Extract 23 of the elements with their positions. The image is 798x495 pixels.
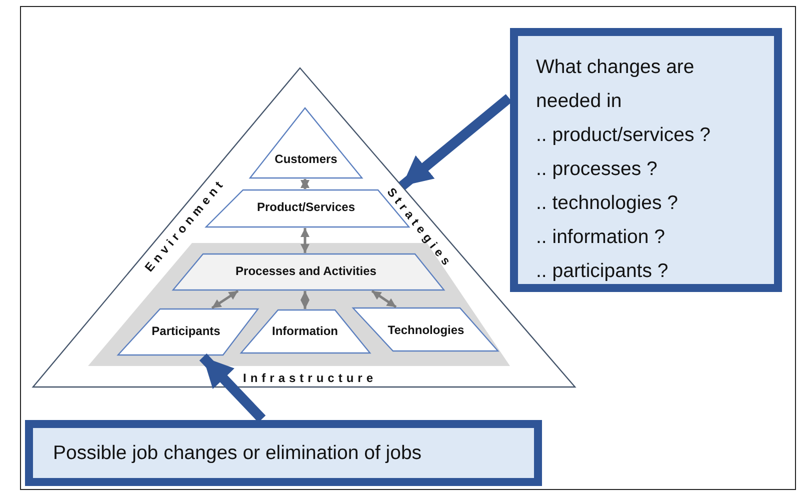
arrow [211,290,239,310]
list-item-text: .. participants ? [536,259,670,284]
note-callout-box [25,420,542,486]
question-callout-box [510,28,782,292]
list-item-text: .. product/services ? [536,123,712,148]
component-label: Information [272,324,338,338]
arrow [371,290,397,308]
component-label: Technologies [388,323,464,337]
side-label: Infrastructure [242,371,378,385]
arrow [300,228,310,253]
component-label: Participants [152,324,220,338]
arrow [300,179,310,189]
list-item-text: .. technologies ? [536,191,680,216]
note-text: Possible job changes or elimination of jobs [53,441,423,465]
arrow [300,291,310,309]
component-label: Customers [274,152,338,166]
question-text: What changes are needed in [536,55,696,114]
list-item-text: .. processes ? [536,157,658,182]
component-label: Processes and Activities [236,264,376,278]
arrow [199,354,266,422]
arrow [398,94,512,190]
component-label: Product/Services [256,200,356,214]
list-item-text: .. information ? [536,225,666,250]
